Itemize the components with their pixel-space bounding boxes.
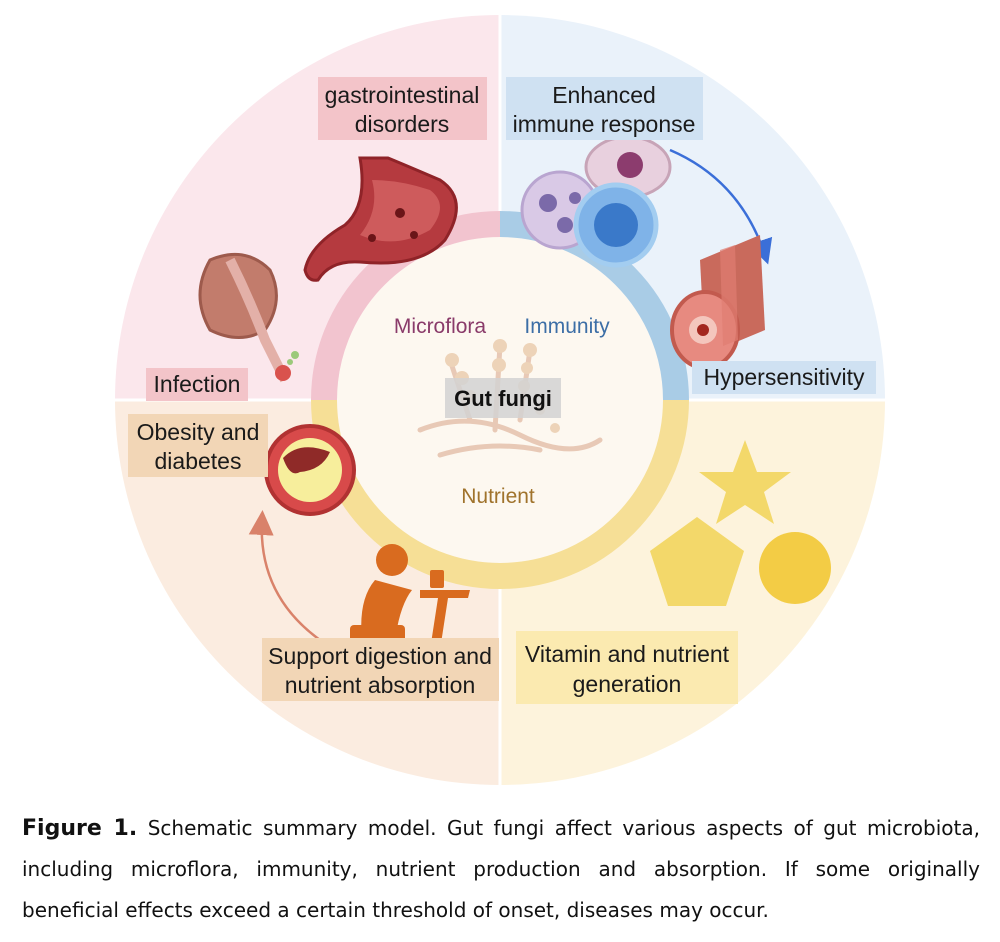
svg-text:gastrointestinal: gastrointestinal: [325, 82, 480, 108]
svg-text:Enhanced: Enhanced: [552, 82, 656, 108]
immunity-label: Immunity: [524, 315, 610, 338]
center-label: Gut fungi: [454, 386, 552, 411]
svg-text:Vitamin and nutrient: Vitamin and nutrient: [525, 641, 730, 667]
immune-cells-icon: [520, 135, 672, 268]
figure-caption: Figure 1. Schematic summary model. Gut f…: [22, 808, 980, 931]
blood-vessel-icon: [670, 235, 765, 370]
svg-text:diabetes: diabetes: [155, 448, 242, 474]
digestion-to-obesity-arrow: [248, 510, 321, 642]
svg-text:immune response: immune response: [513, 111, 696, 137]
pentagon-nutrient-icon: [650, 517, 744, 606]
nutrient-label: Nutrient: [461, 485, 535, 508]
microflora-arc: [311, 211, 501, 401]
svg-text:Support digestion and: Support digestion and: [268, 643, 492, 669]
center-label-box: [445, 378, 561, 418]
star-nutrient-icon: [699, 440, 791, 524]
infection-box: Infection: [146, 368, 248, 401]
hypersensitivity-box: Hypersensitivity: [692, 361, 876, 394]
artery-cross-section-icon: [264, 424, 356, 516]
gut-fungi-schematic: Gut fungi Microflora Immunity Nutrient: [115, 15, 885, 785]
microflora-label: Microflora: [394, 315, 487, 338]
obesity-diabetes-box: Obesity and diabetes: [128, 414, 268, 477]
intestine-icon: [198, 252, 299, 383]
support-digestion-box: Support digestion and nutrient absorptio…: [262, 638, 499, 701]
svg-text:generation: generation: [573, 671, 682, 697]
circle-nutrient-icon: [759, 532, 831, 604]
enhanced-immune-response-box: Enhanced immune response: [506, 77, 703, 140]
svg-text:nutrient absorption: nutrient absorption: [285, 672, 476, 698]
svg-text:Obesity and: Obesity and: [137, 419, 260, 445]
vitamin-nutrient-box: Vitamin and nutrient generation: [516, 631, 738, 704]
svg-text:Infection: Infection: [154, 371, 241, 397]
gi-disorders-box: gastrointestinal disorders: [318, 77, 487, 140]
figure-label: Figure 1.: [22, 816, 138, 841]
caption-text: Schematic summary model. Gut fungi affec…: [22, 816, 980, 922]
stomach-icon: [303, 156, 458, 282]
svg-text:Hypersensitivity: Hypersensitivity: [703, 364, 865, 390]
svg-text:disorders: disorders: [355, 111, 450, 137]
